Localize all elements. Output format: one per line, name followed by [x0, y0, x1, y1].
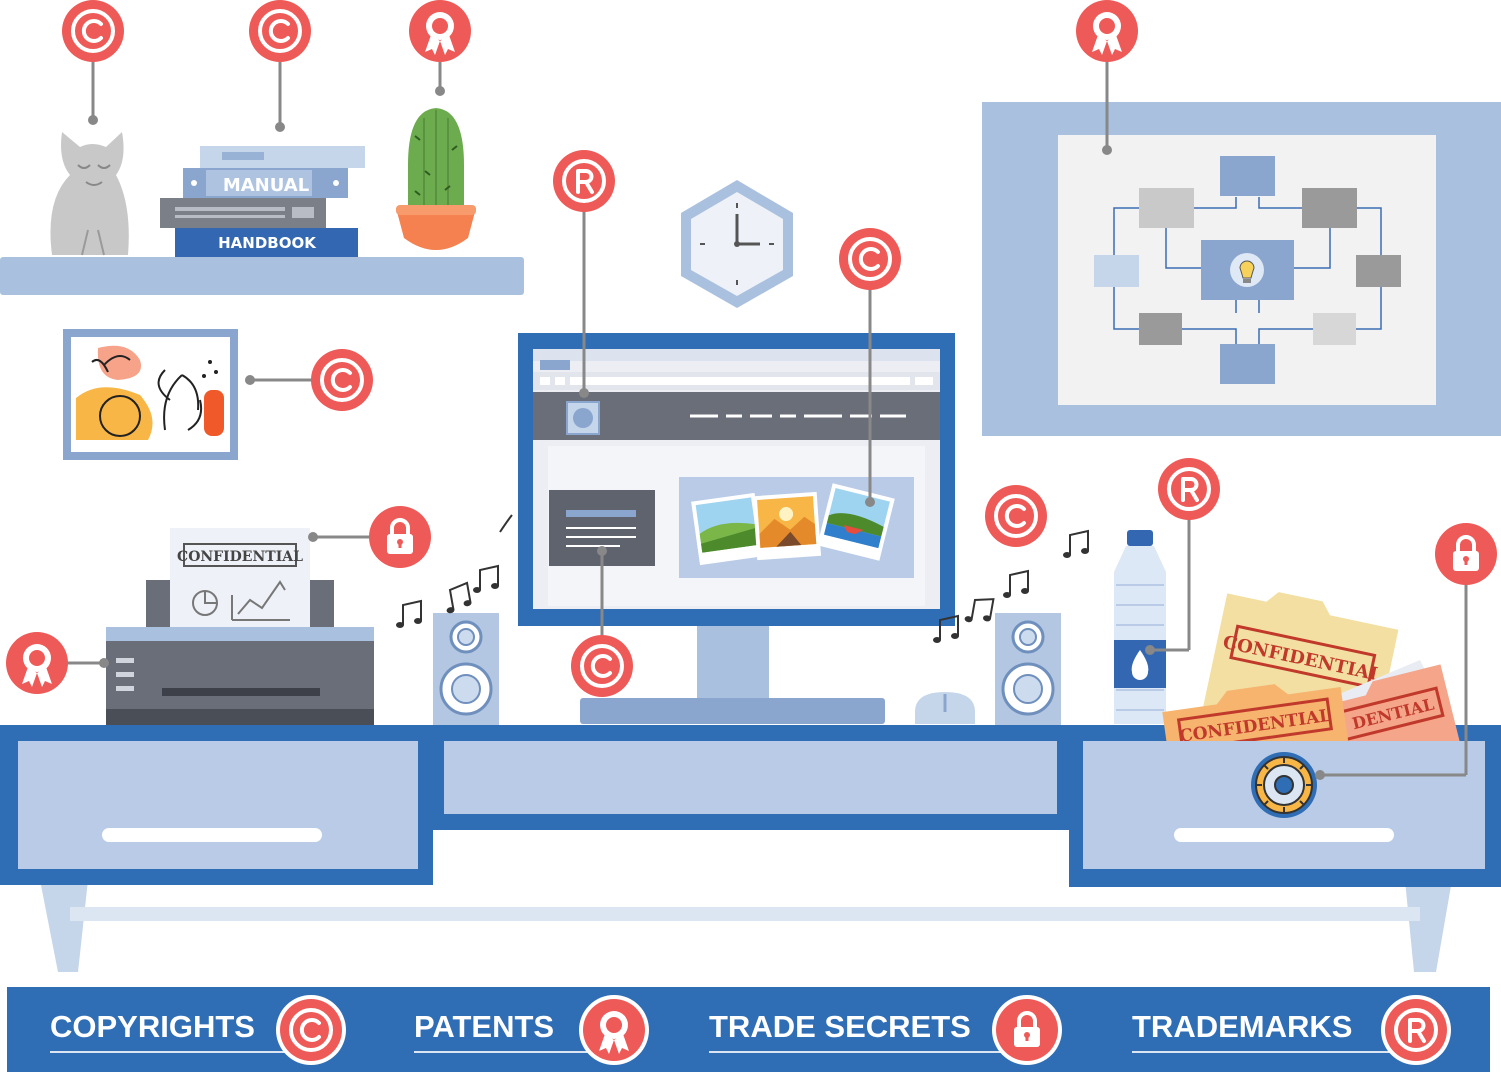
cactus-patent-marker: [409, 0, 471, 96]
copyright-icon: [276, 995, 346, 1065]
legend-patents-label: PATENTS: [414, 1009, 554, 1044]
music-copyright-marker: [983, 483, 1049, 549]
left-speaker: [431, 611, 501, 727]
framed-artwork: [63, 329, 238, 460]
cactus-plant: [396, 108, 476, 250]
wall-clock: [681, 180, 793, 308]
photos-copyright-marker: [837, 226, 903, 507]
artwork-copyright-marker: [245, 347, 375, 413]
whiteboard-patent-marker: [1076, 0, 1138, 155]
combination-lock-dial: [1251, 752, 1317, 818]
website-trademark-marker: [551, 148, 617, 398]
printer-patent-marker: [6, 632, 109, 694]
legend-bar: COPYRIGHTS PATENTS TRADE SECRETS: [7, 987, 1490, 1072]
whiteboard-flowchart: [982, 102, 1501, 436]
handbook-book-label: HANDBOOK: [218, 234, 317, 252]
printer-doc-stamp: CONFIDENTIAL: [177, 549, 303, 565]
legend-trademarks: TRADEMARKS: [1132, 995, 1451, 1065]
bottle-trademark-marker: [1145, 456, 1222, 655]
right-speaker: [993, 611, 1063, 727]
cat-figurine: [50, 132, 129, 256]
legend-copyrights: COPYRIGHTS: [50, 995, 346, 1065]
padlock-icon: [992, 995, 1062, 1065]
locked-drawer: [1083, 741, 1485, 869]
patent-ribbon-icon: [579, 995, 649, 1065]
computer-monitor: [518, 333, 955, 724]
manual-book-label: MANUAL: [223, 175, 309, 196]
content-copyright-marker: [569, 546, 635, 699]
water-bottle: [1114, 530, 1166, 724]
music-notes: [395, 514, 1090, 644]
registered-trademark-icon: [1381, 995, 1451, 1065]
legend-trademarks-label: TRADEMARKS: [1132, 1009, 1352, 1044]
book-stack: MANUAL HANDBOOK: [160, 146, 365, 257]
legend-trade-secrets: TRADE SECRETS: [709, 995, 1062, 1065]
cat-copyright-marker: [60, 0, 126, 125]
drawer-trade-secret-marker: [1315, 521, 1499, 780]
document-trade-secret-marker: [308, 504, 433, 570]
wall-shelf: [0, 257, 524, 295]
office-printer: CONFIDENTIAL: [106, 528, 374, 725]
books-copyright-marker: [247, 0, 313, 132]
legend-copyrights-label: COPYRIGHTS: [50, 1009, 255, 1044]
computer-mouse: [915, 692, 975, 724]
legend-patents: PATENTS: [414, 995, 649, 1065]
legend-trade-secrets-label: TRADE SECRETS: [709, 1009, 971, 1044]
